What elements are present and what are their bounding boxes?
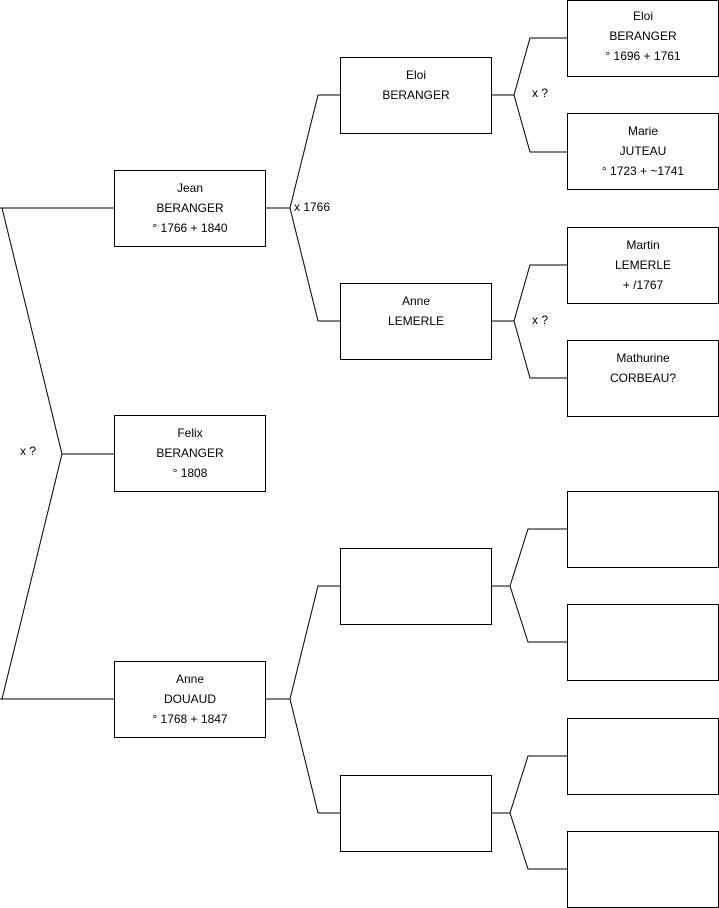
surname: LEMERLE <box>387 314 445 328</box>
person-box-empty <box>567 831 719 908</box>
life-dates: ° 1696 + 1761 <box>605 49 681 63</box>
connector-fork-eloi <box>513 37 567 153</box>
given-name: Jean <box>176 181 204 195</box>
life-dates: ° 1768 + 1847 <box>152 712 228 726</box>
connector-fork-g3d <box>509 755 567 870</box>
person-box-anne-douaud: Anne DOUAUD ° 1768 + 1847 <box>114 661 266 738</box>
surname: LEMERLE <box>614 258 672 272</box>
person-box-empty <box>340 548 492 625</box>
marriage-label-felix-parents: x ? <box>20 444 37 458</box>
person-box-marie-juteau: Marie JUTEAU ° 1723 + ~1741 <box>567 113 719 190</box>
surname: BERANGER <box>609 29 677 43</box>
person-box-felix-beranger: Felix BERANGER ° 1808 <box>114 415 266 492</box>
person-box-martin-lemerle: Martin LEMERLE + /1767 <box>567 227 719 304</box>
person-box-empty <box>567 718 719 795</box>
given-name: Anne <box>401 294 431 308</box>
surname: DOUAUD <box>163 692 216 706</box>
life-dates: ° 1723 + ~1741 <box>601 164 685 178</box>
connector-fork-jean <box>289 94 340 322</box>
person-box-empty <box>567 604 719 681</box>
person-box-jean-beranger: Jean BERANGER ° 1766 + 1840 <box>114 170 266 247</box>
given-name: Martin <box>626 238 660 252</box>
given-name: Anne <box>175 672 205 686</box>
given-name: Felix <box>177 426 203 440</box>
surname: BERANGER <box>156 446 224 460</box>
given-name: Eloi <box>632 9 653 23</box>
connector-fork-root <box>0 207 63 700</box>
life-dates: ° 1808 <box>172 466 208 480</box>
connector-fork-g3c <box>509 528 567 643</box>
marriage-label-jean-parents: x 1766 <box>294 200 331 214</box>
surname: BERANGER <box>382 88 450 102</box>
marriage-label-anne-lemerle-parents: x ? <box>532 313 549 327</box>
surname: JUTEAU <box>619 144 667 158</box>
person-box-mathurine-corbeau: Mathurine CORBEAU? <box>567 340 719 417</box>
given-name: Marie <box>627 124 658 138</box>
life-dates: ° 1766 + 1840 <box>152 221 228 235</box>
marriage-label-eloi-parents: x ? <box>532 86 549 100</box>
given-name: Mathurine <box>616 351 670 365</box>
person-box-empty <box>340 775 492 852</box>
surname: CORBEAU? <box>609 371 677 385</box>
given-name: Eloi <box>405 68 426 82</box>
person-box-anne-lemerle: Anne LEMERLE <box>340 283 492 360</box>
person-box-eloi-beranger: Eloi BERANGER <box>340 57 492 134</box>
connector-fork-anne-lemerle <box>513 264 567 379</box>
connector-fork-anne-douaud <box>289 585 340 814</box>
person-box-empty <box>567 491 719 568</box>
surname: BERANGER <box>156 201 224 215</box>
life-dates: + /1767 <box>622 278 664 292</box>
person-box-eloi-beranger-senior: Eloi BERANGER ° 1696 + 1761 <box>567 0 719 77</box>
